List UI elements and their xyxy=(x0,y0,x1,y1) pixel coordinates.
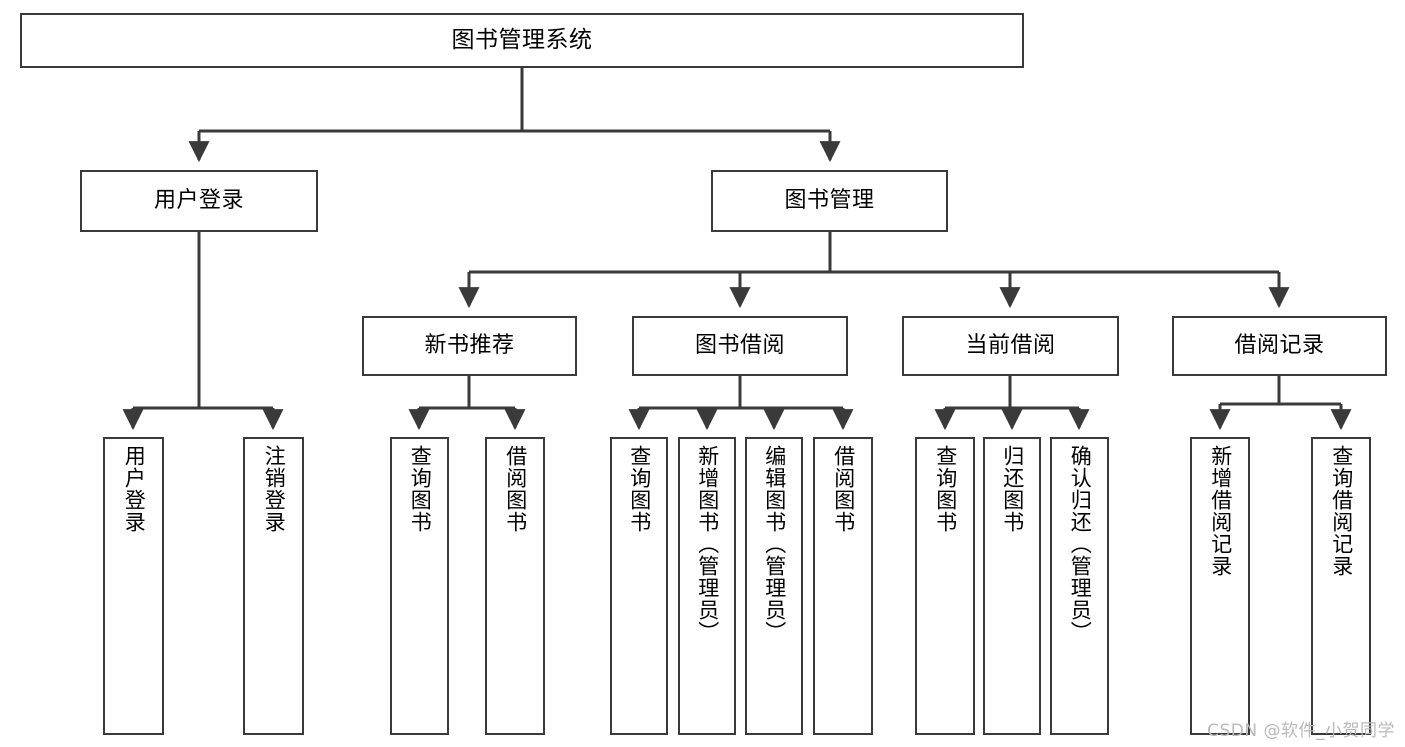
node-leaf-borrow-book-1-label: 借阅图书 xyxy=(503,445,528,533)
node-leaf-confirm-return[interactable]: 确认归还（管理员） xyxy=(1050,437,1109,735)
node-leaf-add-book[interactable]: 新增图书（管理员） xyxy=(678,437,736,735)
node-book-borrow[interactable]: 图书借阅 xyxy=(632,316,848,376)
node-book-borrow-label: 图书借阅 xyxy=(694,333,785,359)
node-book-manage-label: 图书管理 xyxy=(784,188,875,214)
node-new-book-rec[interactable]: 新书推荐 xyxy=(362,316,577,376)
node-leaf-logout[interactable]: 注销登录 xyxy=(243,437,304,735)
node-current-borrow[interactable]: 当前借阅 xyxy=(902,316,1119,376)
node-leaf-query-record-label: 查询借阅记录 xyxy=(1329,445,1354,577)
node-leaf-user-login-label: 用户登录 xyxy=(122,445,147,533)
node-leaf-query-book-2[interactable]: 查询图书 xyxy=(610,437,668,735)
node-leaf-query-book-3[interactable]: 查询图书 xyxy=(915,437,975,735)
node-leaf-borrow-book-1[interactable]: 借阅图书 xyxy=(485,437,545,735)
node-new-book-rec-label: 新书推荐 xyxy=(424,333,515,359)
node-root-label: 图书管理系统 xyxy=(451,27,593,54)
node-leaf-query-book-3-label: 查询图书 xyxy=(933,445,958,533)
node-leaf-query-book-1[interactable]: 查询图书 xyxy=(390,437,449,735)
node-leaf-add-record[interactable]: 新增借阅记录 xyxy=(1190,437,1250,735)
node-leaf-return-book-label: 归还图书 xyxy=(1000,445,1025,533)
node-leaf-query-record[interactable]: 查询借阅记录 xyxy=(1311,437,1371,735)
node-book-manage[interactable]: 图书管理 xyxy=(711,170,948,232)
node-leaf-return-book[interactable]: 归还图书 xyxy=(983,437,1041,735)
node-leaf-logout-label: 注销登录 xyxy=(262,445,287,533)
node-user-login[interactable]: 用户登录 xyxy=(80,170,318,232)
node-leaf-user-login[interactable]: 用户登录 xyxy=(103,437,164,735)
node-leaf-confirm-return-label: 确认归还（管理员） xyxy=(1068,445,1093,643)
node-leaf-borrow-book-2-label: 借阅图书 xyxy=(831,445,856,533)
node-leaf-add-book-label: 新增图书（管理员） xyxy=(695,445,720,643)
node-root[interactable]: 图书管理系统 xyxy=(20,13,1024,68)
node-leaf-query-book-1-label: 查询图书 xyxy=(408,445,433,533)
node-borrow-record[interactable]: 借阅记录 xyxy=(1172,316,1387,376)
node-leaf-edit-book[interactable]: 编辑图书（管理员） xyxy=(745,437,803,735)
node-user-login-label: 用户登录 xyxy=(153,188,244,214)
node-leaf-edit-book-label: 编辑图书（管理员） xyxy=(762,445,787,643)
node-leaf-add-record-label: 新增借阅记录 xyxy=(1208,445,1233,577)
node-leaf-borrow-book-2[interactable]: 借阅图书 xyxy=(813,437,873,735)
node-current-borrow-label: 当前借阅 xyxy=(965,333,1056,359)
node-leaf-query-book-2-label: 查询图书 xyxy=(627,445,652,533)
csdn-watermark: CSDN @软件_小贺同学 xyxy=(1207,721,1395,741)
node-borrow-record-label: 借阅记录 xyxy=(1234,333,1325,359)
